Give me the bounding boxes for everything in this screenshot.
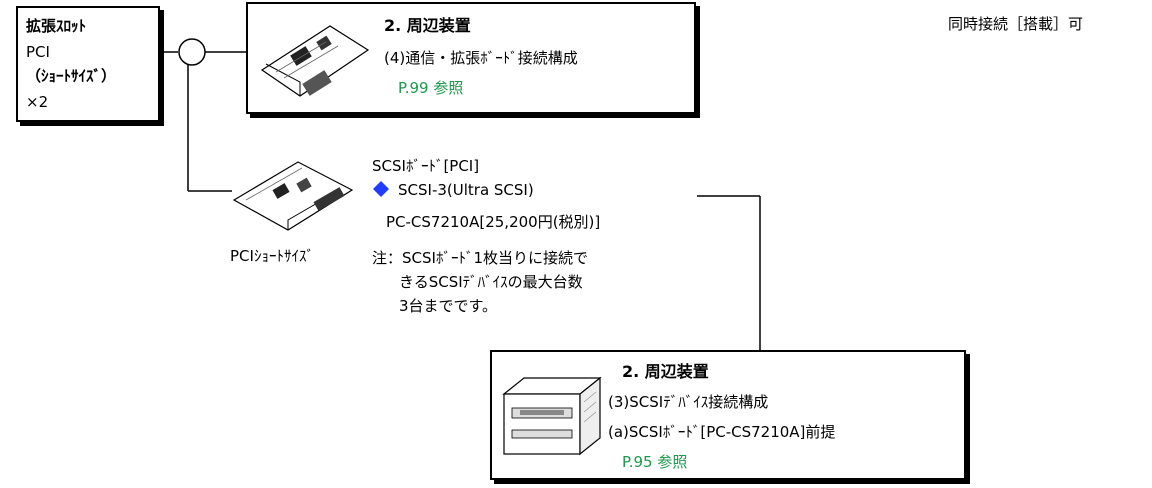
slot-title: 拡張ｽﾛｯﾄ	[26, 17, 87, 35]
slot-count: ×2	[26, 93, 49, 111]
pci-short-size-label: PCIｼｮｰﾄｻｲｽﾞ	[230, 247, 314, 265]
scsi-spec: SCSI-3(Ultra SCSI)	[398, 181, 534, 199]
concurrent-install-note: 同時接続［搭載］可	[948, 15, 1084, 33]
reference-box-comm-boards: 2. 周辺装置 (4)通信・拡張ﾎﾞｰﾄﾞ接続構成 P.99 参照	[246, 2, 696, 114]
scsi-board-title: SCSIﾎﾞｰﾄﾞ[PCI]	[372, 157, 480, 175]
ref2-line2: (a)SCSIﾎﾞｰﾄﾞ[PC-CS7210A]前提	[608, 423, 836, 441]
ref2-page-link[interactable]: P.95 参照	[622, 453, 688, 471]
expansion-slot-box: 拡張ｽﾛｯﾄ PCI （ｼｮｰﾄｻｲｽﾞ） ×2	[16, 6, 160, 122]
slot-bus: PCI	[26, 43, 50, 61]
expansion-card-image	[260, 25, 370, 97]
ref1-heading: 2. 周辺装置	[384, 16, 471, 35]
scsi-external-drive-image	[502, 376, 602, 456]
junction-circle	[178, 38, 206, 66]
scsi-note-line3: 3台までです。	[399, 297, 498, 315]
ref2-line1: (3)SCSIﾃﾞﾊﾞｲｽ接続構成	[608, 393, 769, 411]
slot-size: （ｼｮｰﾄｻｲｽﾞ）	[26, 67, 117, 85]
reference-box-scsi-devices: 2. 周辺装置 (3)SCSIﾃﾞﾊﾞｲｽ接続構成 (a)SCSIﾎﾞｰﾄﾞ[P…	[490, 350, 966, 480]
scsi-board-image	[232, 161, 354, 231]
ref1-subheading: (4)通信・拡張ﾎﾞｰﾄﾞ接続構成	[384, 49, 578, 67]
scsi-model-price: PC-CS7210A[25,200円(税別)]	[386, 213, 601, 231]
scsi-note-line1: 注：SCSIﾎﾞｰﾄﾞ1枚当りに接続で	[372, 249, 588, 267]
diamond-bullet-icon	[373, 181, 389, 197]
scsi-note-line2: きるSCSIﾃﾞﾊﾞｲｽの最大台数	[399, 273, 583, 291]
ref1-page-link[interactable]: P.99 参照	[398, 79, 464, 97]
ref2-heading: 2. 周辺装置	[622, 362, 709, 381]
